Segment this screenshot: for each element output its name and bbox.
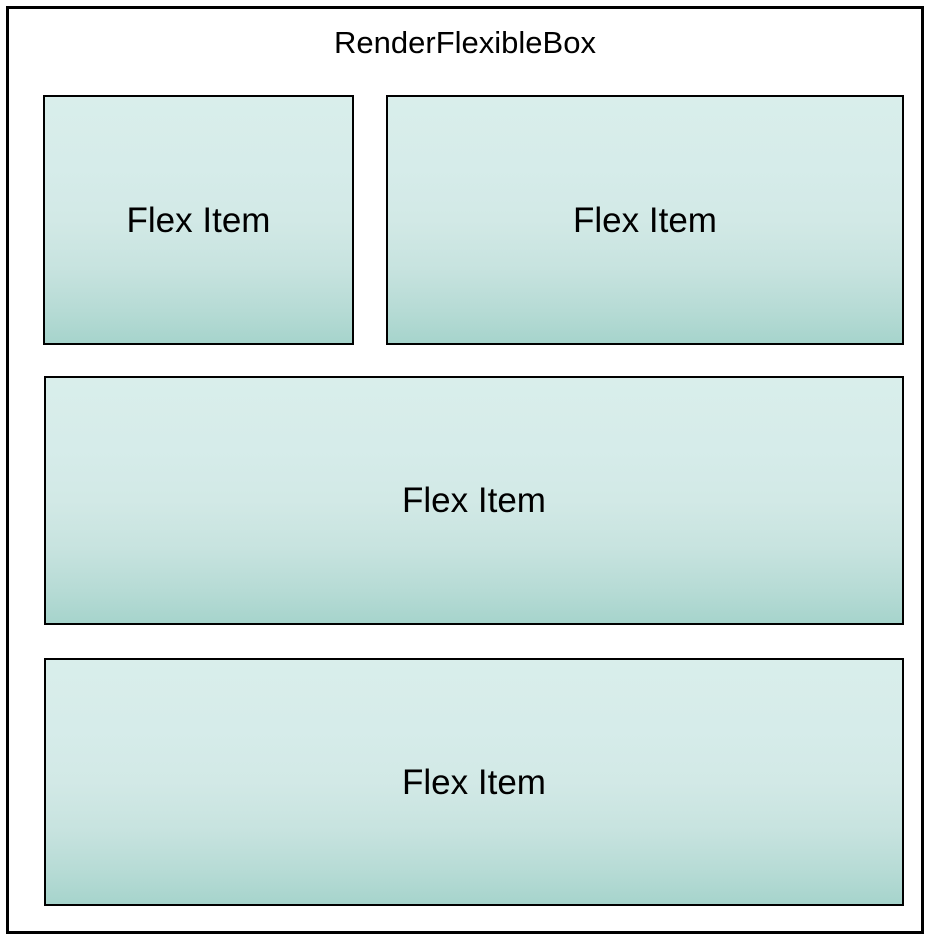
- flex-item-2: Flex Item: [386, 95, 904, 345]
- flex-item-label: Flex Item: [402, 481, 546, 520]
- flex-item-label: Flex Item: [573, 200, 717, 240]
- flex-item-3: Flex Item: [44, 376, 904, 625]
- flex-item-4: Flex Item: [44, 658, 904, 906]
- render-flexible-box-container: RenderFlexibleBox Flex Item Flex Item Fl…: [6, 6, 924, 934]
- flex-item-label: Flex Item: [402, 762, 546, 802]
- flex-item-label: Flex Item: [126, 200, 271, 240]
- flex-item-1: Flex Item: [43, 95, 354, 345]
- container-title: RenderFlexibleBox: [334, 25, 596, 60]
